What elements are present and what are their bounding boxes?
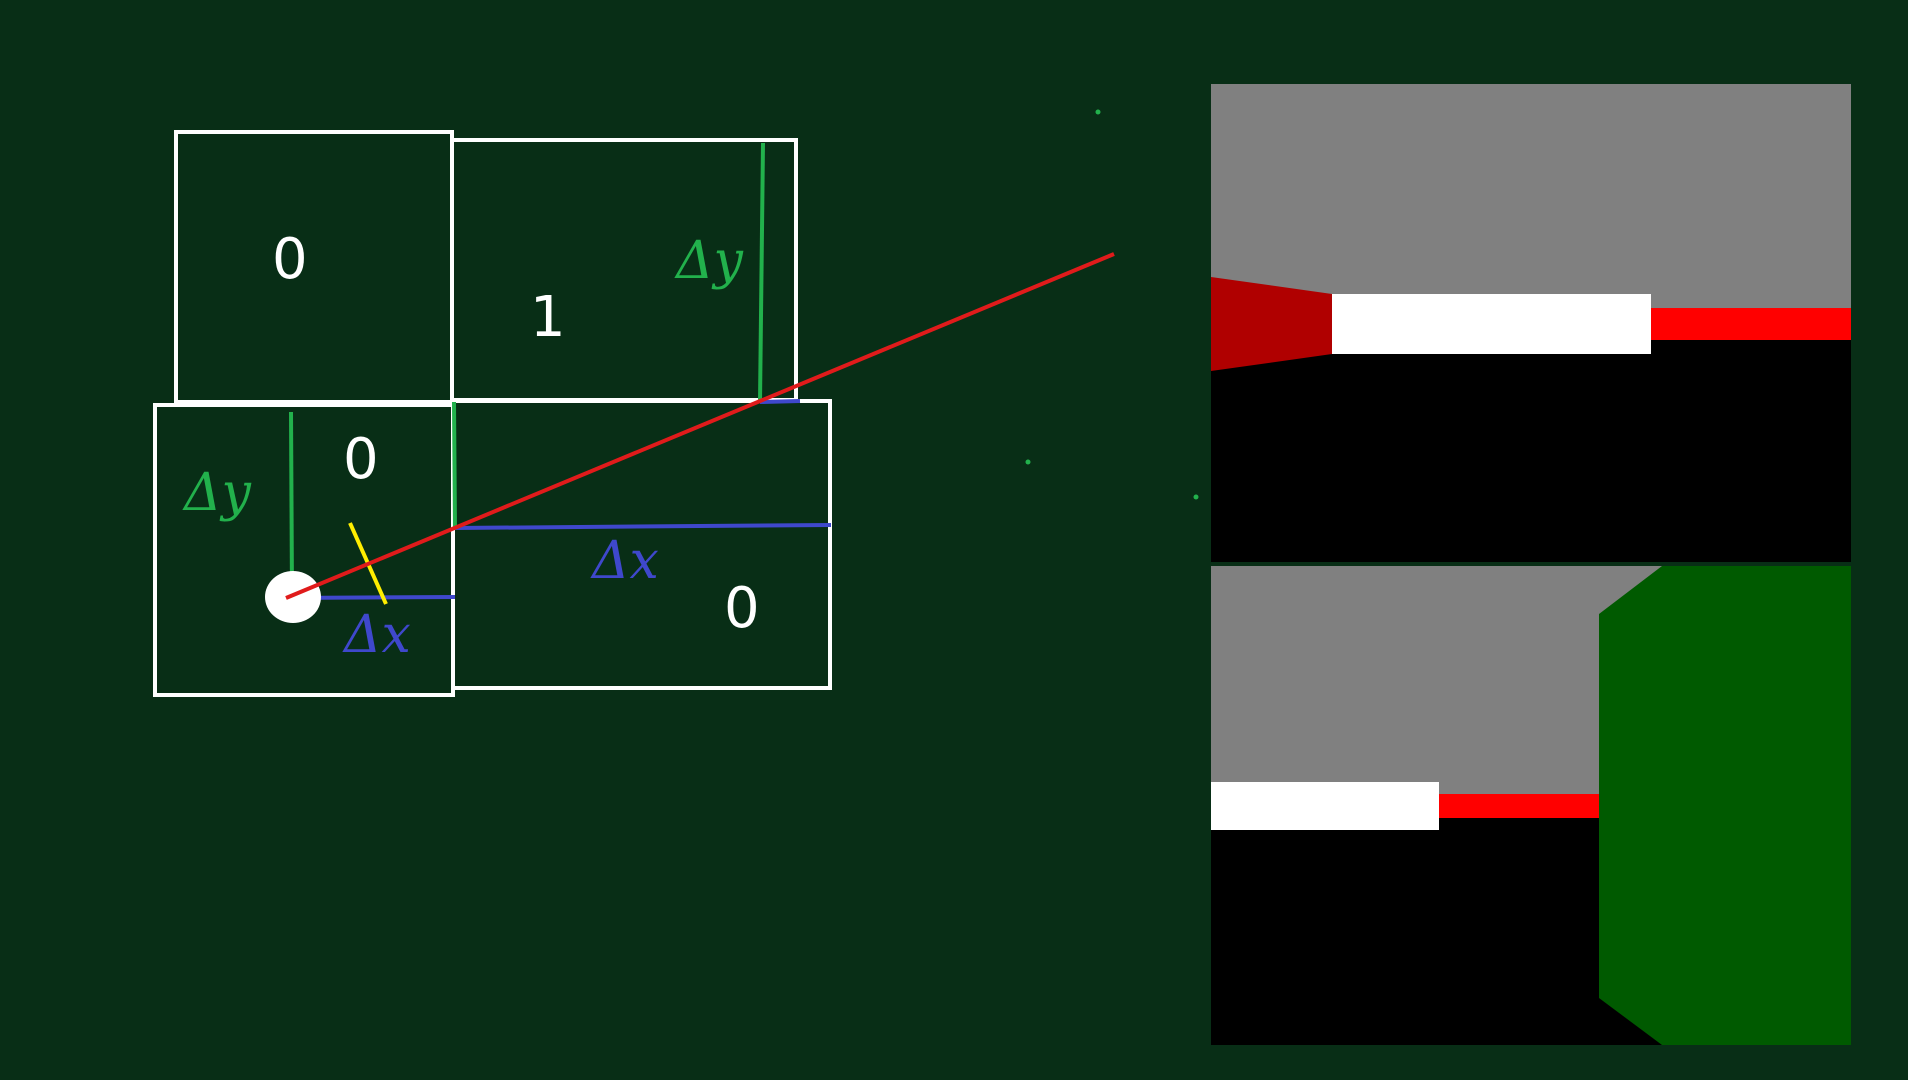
stray-dot — [1025, 459, 1031, 465]
delta-y-line-right — [758, 142, 765, 403]
grid-cell-top-right — [450, 138, 798, 402]
delta-y-left-text: Δy — [182, 463, 252, 523]
cell-values: 0 1 0 0 — [272, 227, 760, 641]
annotation-delta-y-top: Δy — [674, 231, 744, 291]
view-bottom-wall-white — [1211, 782, 1439, 830]
view-top-wall-darkred — [1211, 277, 1332, 371]
delta-y-top-text: Δy — [674, 231, 744, 291]
delta-x-line-middle — [453, 523, 832, 530]
grid-cell-bottom-right — [451, 399, 832, 690]
cell-value-bottom-right: 0 — [724, 576, 760, 641]
view-panel-bottom — [1211, 566, 1851, 1045]
annotation-delta-y-left: Δy — [182, 463, 252, 523]
view-top-floor — [1211, 322, 1851, 562]
view-top-wall-red — [1651, 308, 1851, 340]
cell-value-top-left: 0 — [272, 227, 308, 292]
cell-value-top-right: 1 — [530, 285, 566, 350]
ray — [285, 252, 1115, 600]
view-bottom-wall-green — [1599, 566, 1851, 1045]
view-bottom-wall-red — [1439, 794, 1599, 818]
delta-y-line-mid — [452, 401, 457, 531]
stray-dot — [1095, 109, 1101, 115]
delta-x-bottom-text: Δx — [342, 605, 411, 665]
delta-x-middle-text: Δx — [590, 531, 659, 591]
view-panel-top — [1211, 84, 1851, 562]
view-top-wall-white — [1332, 294, 1651, 354]
stray-dots — [1025, 109, 1199, 500]
grid-cell-top-left — [174, 130, 454, 404]
annotation-delta-x-middle: Δx — [590, 531, 659, 591]
stray-dot — [1193, 494, 1199, 500]
delta-y-line-left — [289, 411, 294, 596]
annotation-delta-x-bottom: Δx — [342, 605, 411, 665]
grid — [153, 130, 832, 697]
delta-y-lines — [289, 142, 765, 596]
delta-x-line-top — [759, 399, 801, 404]
cell-value-bottom-left: 0 — [343, 427, 379, 492]
